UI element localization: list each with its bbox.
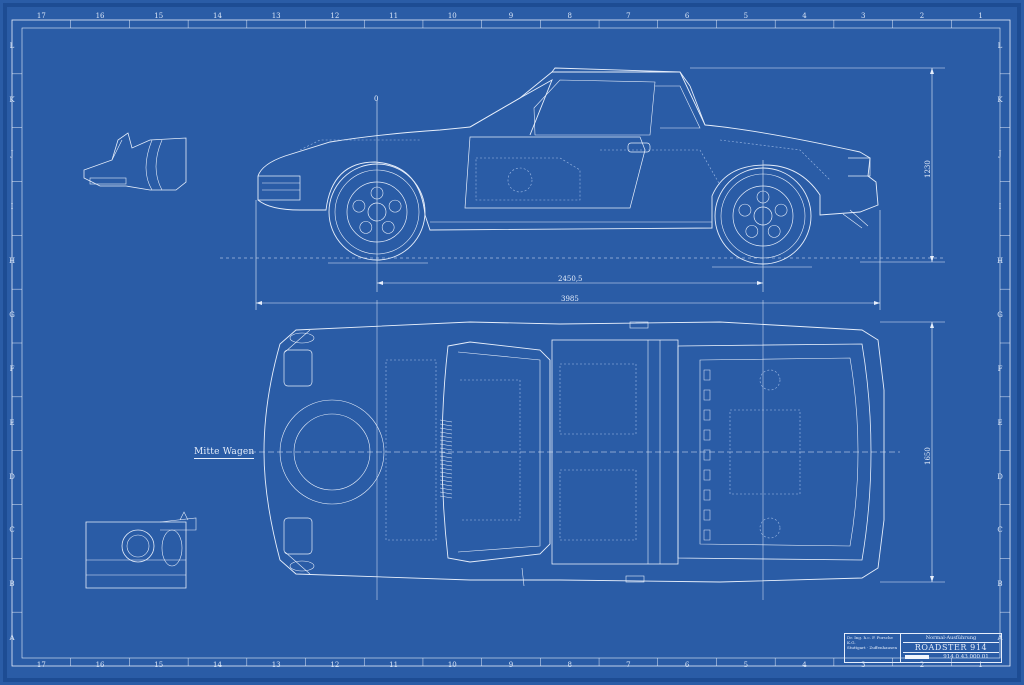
grid-column-top: 11 <box>389 12 399 20</box>
grid-column-bottom: 16 <box>95 661 105 669</box>
title-block-variant: Normal-Ausführung <box>925 635 977 641</box>
company-name: Dr. Ing. h.c. F. Porsche K.G. <box>847 635 893 645</box>
grid-column-top: 4 <box>802 12 807 20</box>
grid-column-top: 17 <box>36 12 46 20</box>
grid-column-bottom: 4 <box>802 661 807 669</box>
grid-row-right: F <box>997 364 1003 373</box>
title-block-number: 914 0 43 000 01 <box>943 654 989 660</box>
grid-row-right: A <box>997 634 1003 643</box>
grid-row-left: F <box>9 364 15 373</box>
grid-column-bottom: 1 <box>978 661 983 669</box>
grid-column-top: 3 <box>861 12 866 20</box>
grid-column-bottom: 9 <box>508 661 514 669</box>
height-dimension: 1230 <box>924 160 932 178</box>
grid-column-top: 8 <box>567 12 572 20</box>
grid-column-bottom: 15 <box>154 661 164 669</box>
width-dimension: 1650 <box>924 447 932 465</box>
inner-frame <box>11 19 1011 667</box>
rear-detail-view <box>85 511 197 589</box>
grid-row-right: J <box>998 149 1002 158</box>
wheelbase-dimension: 2450,5 <box>558 275 583 283</box>
grid-column-bottom: 11 <box>389 661 399 669</box>
grid-row-left: E <box>9 418 15 427</box>
grid-row-left: D <box>9 472 15 481</box>
grid-column-bottom: 17 <box>36 661 46 669</box>
grid-column-bottom: 5 <box>743 661 749 669</box>
title-block-company: Dr. Ing. h.c. F. Porsche K.G. Stuttgart … <box>845 634 901 662</box>
grid-row-right: H <box>996 257 1004 266</box>
title-block: Dr. Ing. h.c. F. Porsche K.G. Stuttgart … <box>844 633 1002 663</box>
grid-ticks <box>12 20 1010 666</box>
drawing-frame <box>21 27 1001 659</box>
grid-column-bottom: 14 <box>213 661 222 669</box>
grid-column-bottom: 13 <box>271 661 281 669</box>
grid-column-bottom: 8 <box>567 661 572 669</box>
grid-column-top: 15 <box>154 12 164 20</box>
grid-row-right: I <box>998 203 1002 212</box>
grid-column-top: 2 <box>919 12 925 20</box>
length-dimension: 3985 <box>561 295 579 303</box>
grid-row-right: G <box>997 311 1003 320</box>
top-view <box>250 300 900 600</box>
grid-row-left: G <box>9 311 15 320</box>
title-block-name: ROADSTER 914 <box>903 642 999 653</box>
grid-row-left: H <box>8 257 16 266</box>
grid-row-left: B <box>9 580 15 589</box>
grid-column-top: 13 <box>271 12 281 20</box>
mitte-wagen-label: Mitte Wagen <box>194 447 255 459</box>
grid-column-top: 16 <box>95 12 105 20</box>
grid-column-top: 10 <box>447 12 457 20</box>
scale-bar <box>905 655 929 659</box>
grid-column-bottom: 7 <box>626 661 631 669</box>
grid-column-top: 6 <box>684 12 690 20</box>
grid-column-bottom: 3 <box>861 661 866 669</box>
grid-column-bottom: 6 <box>684 661 690 669</box>
grid-row-left: L <box>9 41 15 50</box>
grid-column-top: 5 <box>743 12 749 20</box>
grid-column-top: 12 <box>330 12 340 20</box>
grid-column-bottom: 10 <box>447 661 457 669</box>
grid-row-right: B <box>997 580 1003 589</box>
grid-column-top: 14 <box>213 12 222 20</box>
grid-row-left: K <box>9 95 15 104</box>
grid-column-top: 9 <box>508 12 514 20</box>
grid-row-right: D <box>997 472 1003 481</box>
grid-row-right: L <box>997 41 1003 50</box>
front-detail-view <box>83 132 187 191</box>
company-location: Stuttgart · Zuffenhausen <box>847 645 898 650</box>
dimension-lines <box>255 67 945 583</box>
grid-row-right: K <box>997 95 1003 104</box>
grid-column-top: 7 <box>626 12 631 20</box>
grid-row-left: C <box>9 526 15 535</box>
grid-column-bottom: 2 <box>919 661 925 669</box>
outer-frame <box>3 3 1021 682</box>
grid-row-right: C <box>997 526 1003 535</box>
origin-mark: 0 <box>374 95 379 103</box>
grid-row-left: J <box>10 149 14 158</box>
grid-row-left: A <box>9 634 15 643</box>
side-view <box>220 67 945 292</box>
grid-column-bottom: 12 <box>330 661 340 669</box>
grid-row-left: I <box>10 203 14 212</box>
grid-row-right: E <box>997 418 1003 427</box>
grid-column-top: 1 <box>978 12 983 20</box>
